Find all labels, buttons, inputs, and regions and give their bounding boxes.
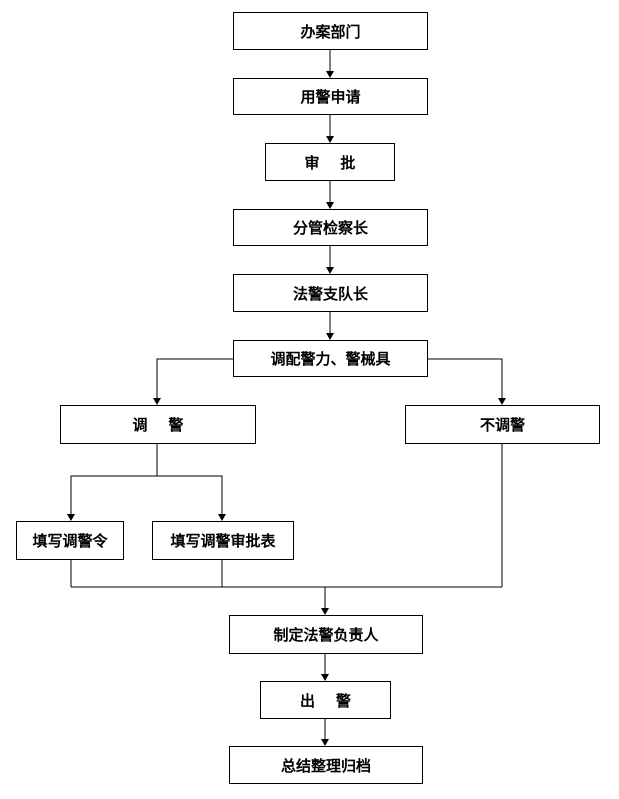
branch-deploy-to-no-dispatch (427, 358, 503, 399)
arrowhead (67, 514, 75, 521)
arrowhead (326, 136, 334, 143)
node-no-dispatch: 不调警 (405, 405, 600, 444)
dispatch-split-bar (70, 475, 223, 514)
node-approve: 审 批 (265, 143, 395, 181)
arrowhead (326, 71, 334, 78)
node-chief-prosecutor: 分管检察长 (233, 209, 428, 246)
arrowhead (153, 398, 161, 405)
node-go-out: 出 警 (260, 681, 391, 719)
node-archive: 总结整理归档 (229, 746, 423, 784)
node-deploy: 调配警力、警械具 (233, 340, 428, 377)
arrowhead (326, 202, 334, 209)
arrowhead (326, 333, 334, 340)
node-dispatch: 调 警 (60, 405, 256, 444)
node-responsible: 制定法警负责人 (229, 615, 423, 654)
arrowhead (321, 739, 329, 746)
node-approval-form: 填写调警审批表 (152, 521, 294, 560)
arrowhead (218, 514, 226, 521)
node-police-head: 法警支队长 (233, 274, 428, 312)
node-order-form: 填写调警令 (16, 521, 124, 560)
arrowhead (326, 267, 334, 274)
arrowhead (498, 398, 506, 405)
node-dept: 办案部门 (233, 12, 428, 50)
arrowhead (321, 674, 329, 681)
node-apply: 用警申请 (233, 78, 428, 115)
arrowhead (321, 608, 329, 615)
branch-deploy-to-dispatch (156, 358, 233, 399)
